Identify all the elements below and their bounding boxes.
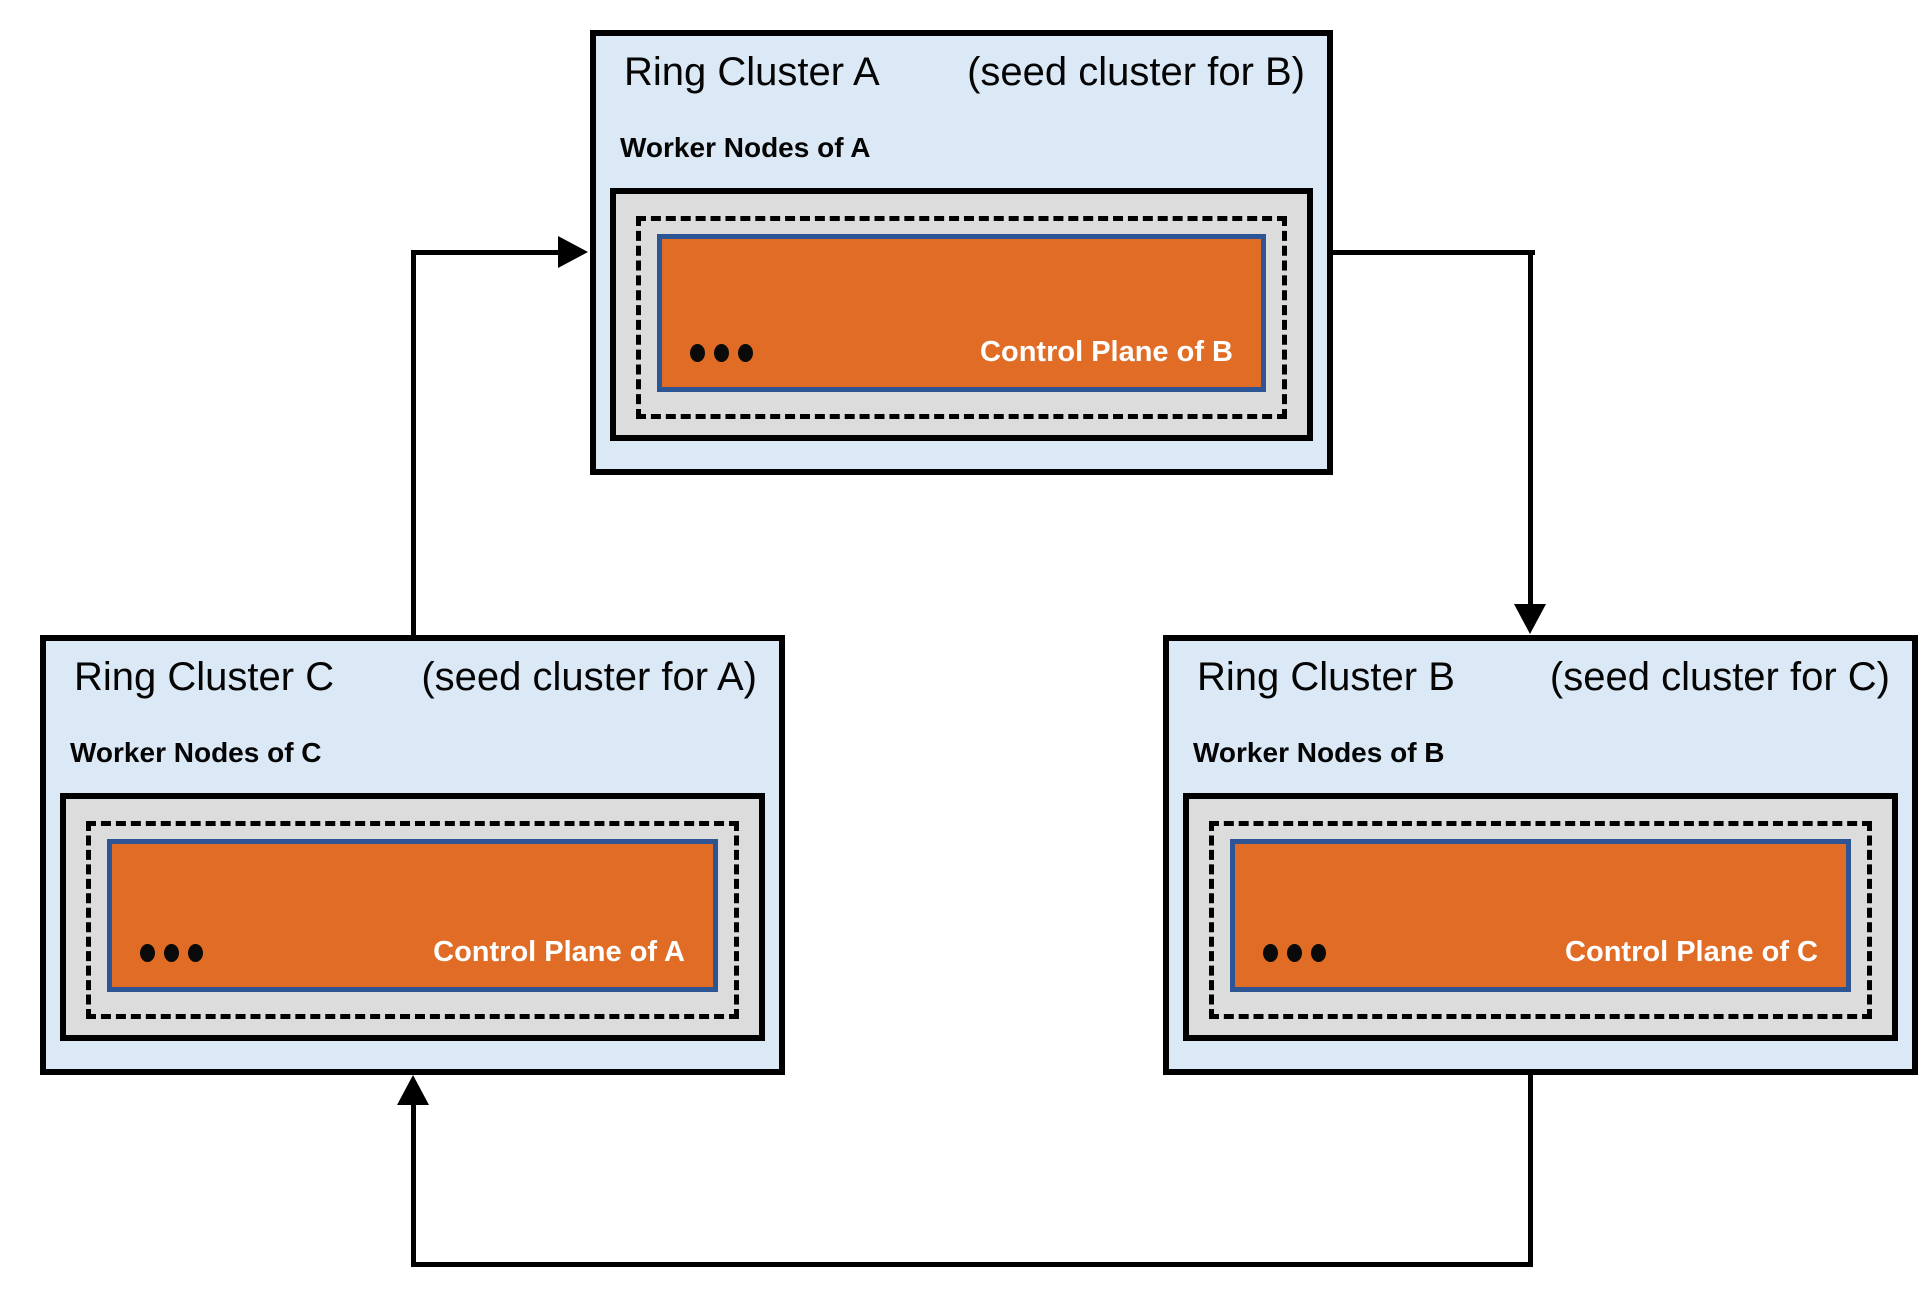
cluster-b-worker-nodes-label: Worker Nodes of B bbox=[1193, 737, 1445, 768]
arrow-c-to-a-vertical-segment bbox=[411, 250, 416, 635]
cluster-b-control-plane-row: Control Plane of C bbox=[1263, 936, 1818, 969]
dot-icon bbox=[738, 343, 753, 362]
cluster-b-hosted-control-plane-box: Control Plane of C bbox=[1230, 839, 1851, 992]
cluster-c-control-plane-row: Control Plane of A bbox=[140, 936, 685, 969]
cluster-c-worker-nodes-box: Control Plane of A bbox=[60, 793, 765, 1041]
cluster-c-hosted-control-plane-box: Control Plane of A bbox=[107, 839, 718, 992]
dot-icon bbox=[1263, 943, 1278, 962]
cluster-b-title-row: Ring Cluster B (seed cluster for C) bbox=[1197, 653, 1890, 701]
arrow-b-to-c-vertical-segment bbox=[1528, 1075, 1533, 1267]
cluster-c-worker-nodes-label: Worker Nodes of C bbox=[70, 737, 322, 768]
ellipsis-dots-icon bbox=[140, 943, 203, 962]
cluster-c-title-row: Ring Cluster C (seed cluster for A) bbox=[74, 653, 757, 701]
cluster-a-control-plane-row: Control Plane of B bbox=[690, 336, 1233, 369]
cluster-b-control-plane-label: Control Plane of C bbox=[1565, 936, 1818, 968]
cluster-a-seed-note: (seed cluster for B) bbox=[967, 50, 1305, 94]
cluster-a: Ring Cluster A (seed cluster for B) Work… bbox=[590, 30, 1333, 475]
cluster-b: Ring Cluster B (seed cluster for C) Work… bbox=[1163, 635, 1918, 1075]
ellipsis-dots-icon bbox=[690, 343, 753, 362]
cluster-a-control-plane-label: Control Plane of B bbox=[980, 336, 1233, 368]
cluster-a-hosted-control-plane-box: Control Plane of B bbox=[657, 234, 1266, 392]
cluster-a-title-row: Ring Cluster A (seed cluster for B) bbox=[624, 48, 1305, 96]
arrow-b-to-c-horizontal-segment bbox=[411, 1262, 1533, 1267]
dot-icon bbox=[690, 343, 705, 362]
arrow-b-to-c-up-segment bbox=[411, 1100, 416, 1267]
cluster-a-title: Ring Cluster A bbox=[624, 50, 880, 94]
arrowhead-up-icon bbox=[397, 1075, 429, 1105]
dot-icon bbox=[1287, 943, 1302, 962]
dot-icon bbox=[714, 343, 729, 362]
cluster-a-isolation-dashed-border: Control Plane of B bbox=[636, 216, 1287, 419]
cluster-b-worker-nodes-box: Control Plane of C bbox=[1183, 793, 1898, 1041]
cluster-b-isolation-dashed-border: Control Plane of C bbox=[1209, 821, 1872, 1019]
arrow-a-to-b-horizontal-segment bbox=[1333, 250, 1535, 255]
cluster-c-control-plane-label: Control Plane of A bbox=[433, 936, 685, 968]
cluster-b-title: Ring Cluster B bbox=[1197, 655, 1455, 699]
cluster-c-seed-note: (seed cluster for A) bbox=[421, 655, 757, 699]
cluster-c: Ring Cluster C (seed cluster for A) Work… bbox=[40, 635, 785, 1075]
cluster-c-isolation-dashed-border: Control Plane of A bbox=[86, 821, 739, 1019]
cluster-a-worker-nodes-box: Control Plane of B bbox=[610, 188, 1313, 441]
dot-icon bbox=[140, 943, 155, 962]
arrowhead-right-icon bbox=[558, 236, 588, 268]
cluster-b-seed-note: (seed cluster for C) bbox=[1549, 655, 1890, 699]
cluster-a-worker-nodes-label: Worker Nodes of A bbox=[620, 132, 871, 163]
dot-icon bbox=[164, 943, 179, 962]
cluster-c-title: Ring Cluster C bbox=[74, 655, 335, 699]
arrow-a-to-b-vertical-segment bbox=[1528, 250, 1533, 608]
arrowhead-down-icon bbox=[1514, 604, 1546, 634]
ellipsis-dots-icon bbox=[1263, 943, 1326, 962]
arrow-c-to-a-horizontal-segment bbox=[411, 250, 561, 255]
dot-icon bbox=[188, 943, 203, 962]
dot-icon bbox=[1311, 943, 1326, 962]
